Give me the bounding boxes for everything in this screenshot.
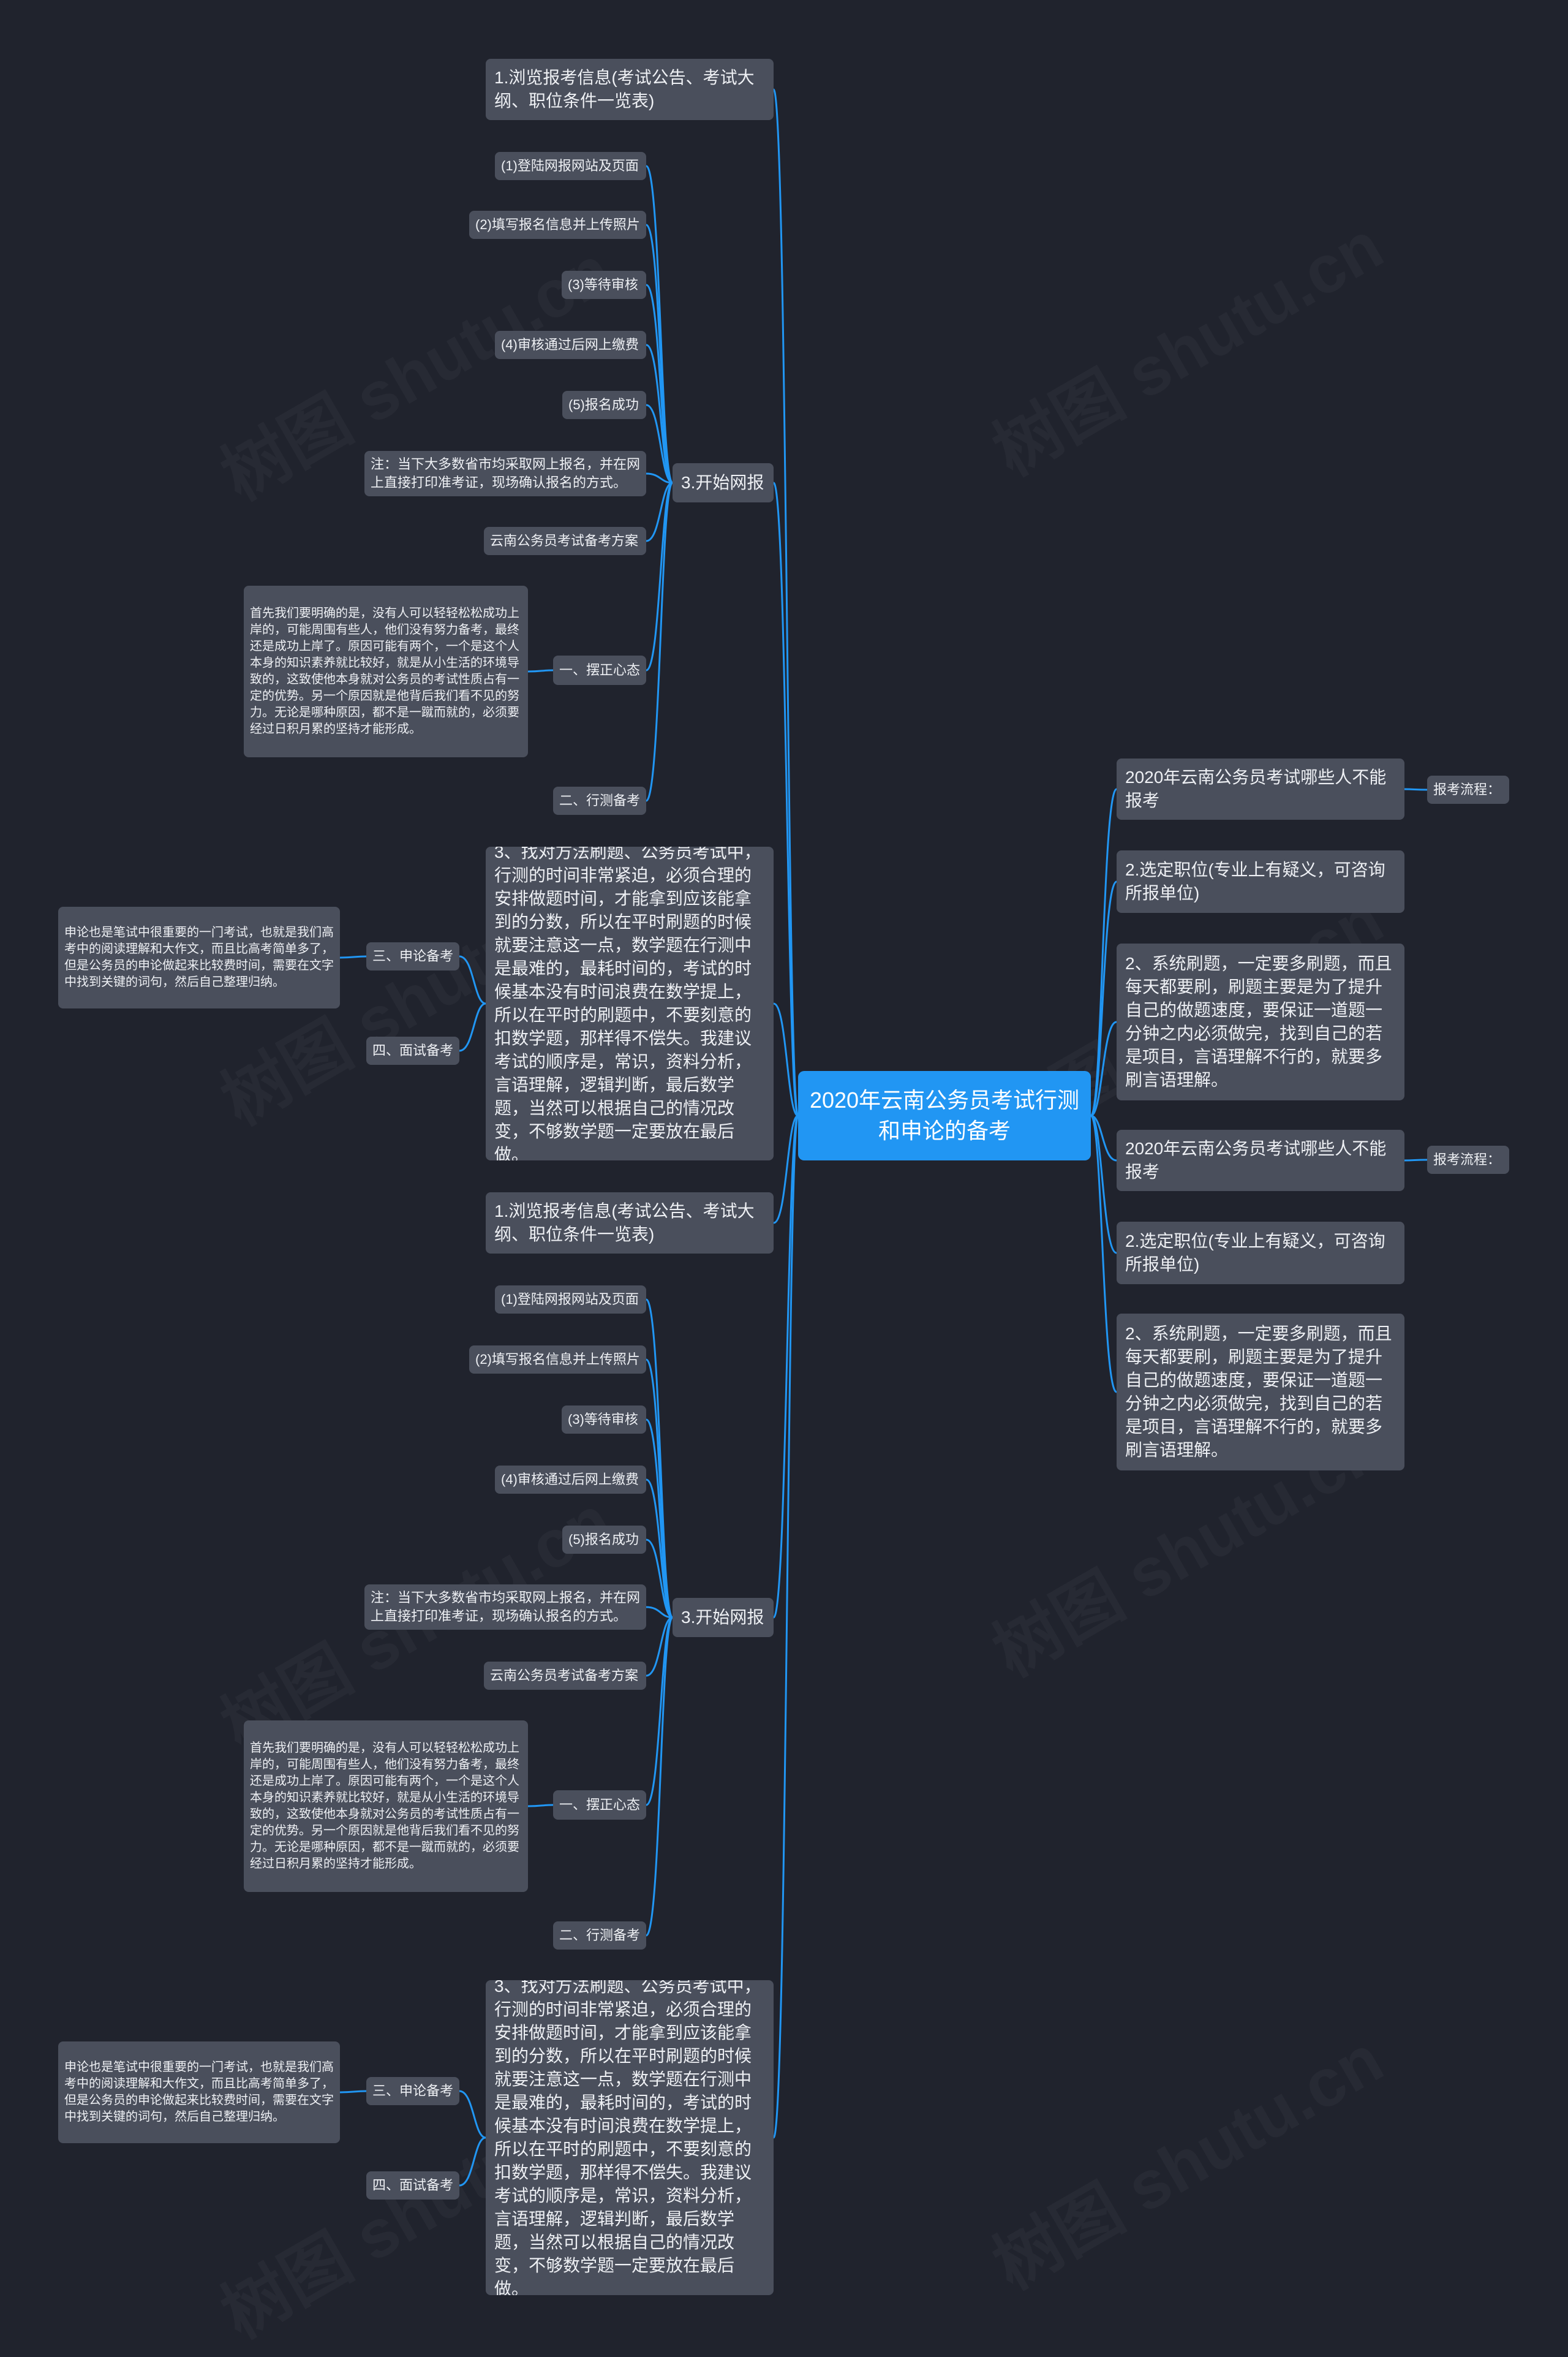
connector-line: [646, 1616, 673, 1677]
step-node[interactable]: (2)填写报名信息并上传照片: [469, 1345, 646, 1374]
connector-line: [646, 482, 673, 542]
interview-node[interactable]: 四、面试备考: [366, 2171, 459, 2200]
connector-line: [459, 2090, 486, 2139]
shenlun-note: 申论也是笔试中很重要的一门考试，也就是我们高考中的阅读理解和大作文，而且比高考简…: [58, 907, 340, 1008]
who-cannot-apply-node[interactable]: 2020年云南公务员考试哪些人不能报考: [1117, 1130, 1404, 1191]
step-node[interactable]: (1)登陆网报网站及页面: [495, 1285, 646, 1314]
plan-node[interactable]: 云南公务员考试备考方案: [484, 527, 646, 555]
xingce-node[interactable]: 二、行测备考: [553, 1921, 646, 1950]
connector-line: [773, 1114, 799, 1224]
connector-line: [646, 1478, 673, 1619]
connector-line: [1090, 1021, 1117, 1117]
connector-line: [772, 1114, 799, 1619]
connector-line: [1090, 880, 1118, 1117]
flow-node[interactable]: 报考流程：: [1427, 1146, 1509, 1174]
connector-line: [645, 224, 674, 484]
connector-line: [772, 88, 799, 1117]
connector-line: [772, 482, 799, 1117]
step-node[interactable]: (2)填写报名信息并上传照片: [469, 211, 646, 239]
step-node[interactable]: (3)等待审核: [562, 271, 646, 299]
step-node[interactable]: (4)审核通过后网上缴费: [495, 1466, 646, 1494]
interview-node[interactable]: 四、面试备考: [366, 1037, 459, 1065]
connector-line: [459, 955, 486, 1005]
connector-line: [527, 1804, 554, 1807]
shenlun-node[interactable]: 三、申论备考: [366, 2077, 459, 2105]
connector-line: [527, 669, 554, 673]
mindset-note: 首先我们要明确的是，没有人可以轻轻松松成功上岸的，可能周围有些人，他们没有努力备…: [244, 586, 528, 757]
shenlun-note: 申论也是笔试中很重要的一门考试，也就是我们高考中的阅读理解和大作文，而且比高考简…: [58, 2041, 340, 2143]
connector-line: [646, 1606, 673, 1619]
browse-info-node[interactable]: 1.浏览报考信息(考试公告、考试大纲、职位条件一览表): [486, 59, 774, 120]
connector-line: [339, 955, 367, 959]
flow-node[interactable]: 报考流程：: [1427, 776, 1509, 804]
connector-line: [645, 482, 674, 802]
select-position-node[interactable]: 2.选定职位(专业上有疑义，可咨询所报单位): [1117, 1222, 1404, 1284]
xingce-node[interactable]: 二、行测备考: [553, 787, 646, 815]
connector-line: [646, 482, 674, 672]
connector-line: [646, 1538, 673, 1619]
shenlun-node[interactable]: 三、申论备考: [366, 942, 459, 970]
step-node[interactable]: (5)报名成功: [562, 1526, 646, 1554]
connector-line: [645, 1358, 674, 1619]
select-position-node[interactable]: 2.选定职位(专业上有疑义，可咨询所报单位): [1117, 850, 1404, 913]
plan-node[interactable]: 云南公务员考试备考方案: [484, 1662, 646, 1690]
who-cannot-apply-node[interactable]: 2020年云南公务员考试哪些人不能报考: [1117, 759, 1404, 820]
note-node[interactable]: 注：当下大多数省市均采取网上报名，并在网上直接打印准考证，现场确认报名的方式。: [364, 1584, 646, 1630]
connector-line: [772, 1114, 799, 2139]
step-node[interactable]: (5)报名成功: [562, 391, 646, 419]
connector-line: [459, 2136, 486, 2187]
step-node[interactable]: (3)等待审核: [562, 1405, 646, 1434]
connector-line: [1090, 1114, 1117, 1254]
online-registration-node[interactable]: 3.开始网报: [673, 1598, 774, 1637]
drill-node[interactable]: 2、系统刷题，一定要多刷题，而且每天都要刷，刷题主要是为了提升自己的做题速度，要…: [1117, 1314, 1404, 1470]
connector-line: [1090, 1114, 1118, 1393]
connector-line: [1404, 788, 1428, 791]
connector-line: [646, 1616, 674, 1806]
connector-line: [646, 472, 673, 484]
connector-line: [646, 344, 673, 484]
method-node[interactable]: 3、找对方法刷题、公务员考试中，行测的时间非常紧迫，必须合理的安排做题时间，才能…: [486, 1980, 774, 2295]
connector-line: [1090, 1114, 1117, 1162]
online-registration-node[interactable]: 3.开始网报: [673, 463, 774, 502]
connector-line: [459, 1002, 486, 1052]
connector-line: [646, 404, 673, 484]
method-node[interactable]: 3、找对方法刷题、公务员考试中，行测的时间非常紧迫，必须合理的安排做题时间，才能…: [486, 847, 774, 1160]
connector-line: [773, 1002, 799, 1117]
step-node[interactable]: (1)登陆网报网站及页面: [495, 152, 646, 180]
note-node[interactable]: 注：当下大多数省市均采取网上报名，并在网上直接打印准考证，现场确认报名的方式。: [364, 451, 646, 496]
mindset-note: 首先我们要明确的是，没有人可以轻轻松松成功上岸的，可能周围有些人，他们没有努力备…: [244, 1720, 528, 1892]
browse-info-node[interactable]: 1.浏览报考信息(考试公告、考试大纲、职位条件一览表): [486, 1192, 774, 1254]
step-node[interactable]: (4)审核通过后网上缴费: [495, 331, 646, 359]
root-topic[interactable]: 2020年云南公务员考试行测和申论的备考: [798, 1071, 1091, 1160]
mindset-node[interactable]: 一、摆正心态: [553, 656, 646, 685]
drill-node[interactable]: 2、系统刷题，一定要多刷题，而且每天都要刷，刷题主要是为了提升自己的做题速度，要…: [1117, 944, 1404, 1100]
connector-line: [339, 2090, 367, 2094]
connector-line: [645, 1616, 674, 1937]
mindset-node[interactable]: 一、摆正心态: [553, 1790, 646, 1820]
